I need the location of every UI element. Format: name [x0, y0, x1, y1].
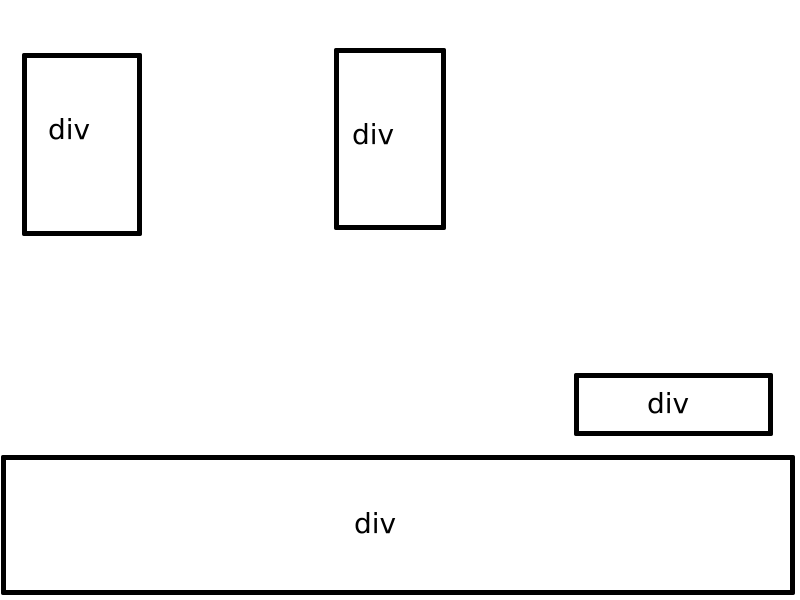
div-box-small-right: div: [574, 373, 773, 436]
div-box-label: div: [48, 113, 91, 146]
div-box-top-center: div: [334, 48, 446, 230]
div-box-footer: div: [1, 455, 795, 595]
div-box-label: div: [352, 118, 395, 151]
div-box-label: div: [354, 507, 397, 540]
div-box-top-left: div: [22, 53, 142, 236]
div-box-label: div: [647, 387, 690, 420]
